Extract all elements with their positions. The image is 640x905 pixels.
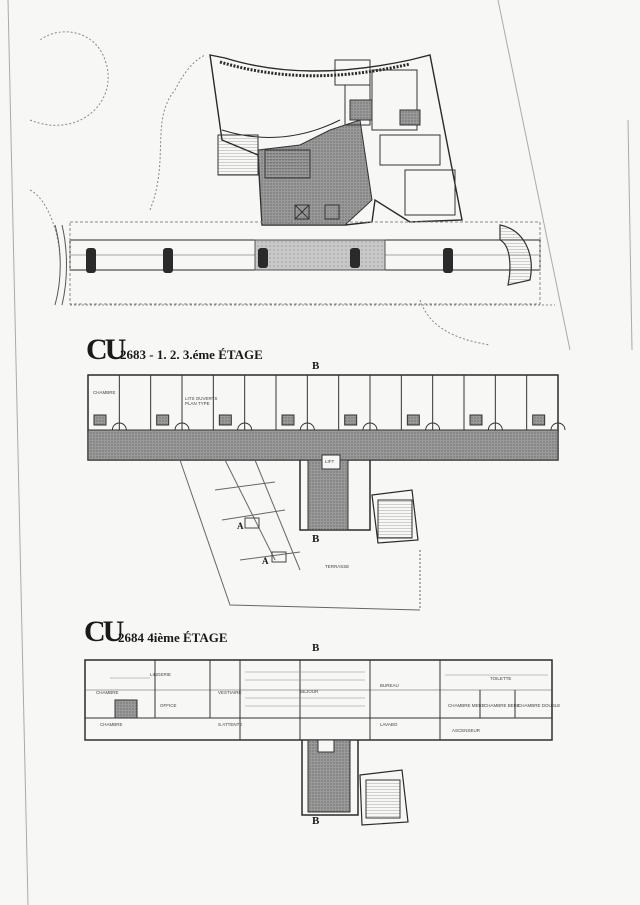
room	[334, 59, 371, 86]
section-mark-b: B	[312, 533, 320, 545]
bed-fixture	[469, 414, 483, 426]
corridor-hatch	[254, 239, 386, 271]
contour-line	[29, 31, 109, 126]
terrace-line	[254, 459, 301, 571]
section-mark-b: B	[312, 815, 320, 827]
bed-fixture	[281, 414, 295, 426]
room-partitions	[93, 375, 566, 431]
furniture	[271, 551, 287, 563]
bathroom-curve	[174, 422, 190, 431]
room-label-ascenseur: ASCENSEUR	[452, 728, 481, 733]
building-outline	[209, 54, 463, 226]
room-label-terrasse: TERRASSE	[325, 564, 350, 569]
contour-line	[419, 299, 491, 346]
room-label-chambre-bebe: CHAMBRE BEBE	[484, 703, 520, 708]
site-plan	[29, 31, 555, 346]
bathroom-curve	[550, 422, 566, 431]
bed-fixture	[156, 414, 170, 426]
room-label-sejour: SEJOUR	[300, 689, 319, 694]
contour-line	[149, 54, 206, 211]
bathroom-curve	[111, 422, 127, 431]
bathroom-curve	[299, 422, 315, 431]
plan1-code: CU	[86, 333, 126, 366]
plan2-code: CU	[84, 615, 124, 648]
stair-core	[307, 459, 349, 531]
annex-stairs	[377, 499, 413, 539]
marker-a: A	[237, 521, 244, 531]
lift-box	[317, 739, 335, 753]
bed-fixture	[93, 414, 107, 426]
bed-fixture	[406, 414, 420, 426]
room-label-lavabo: LAVABO	[380, 722, 398, 727]
bathroom-curve	[362, 422, 378, 431]
room-label-chambre: CHAMBRE	[100, 722, 123, 727]
bed-fixture	[532, 414, 546, 426]
hall-inner-curve	[221, 119, 341, 138]
bathroom-curve	[237, 422, 253, 431]
stair-small	[114, 699, 138, 719]
room-label-office: OFFICE	[160, 703, 177, 708]
room-label-vestiaire: VESTIAIRE	[218, 690, 242, 695]
fan-entry	[499, 224, 532, 286]
service-box	[294, 204, 310, 220]
stair	[217, 134, 259, 176]
bed-fixture	[218, 414, 232, 426]
plan-2683	[87, 374, 566, 611]
room	[371, 69, 418, 131]
plan-2684	[84, 659, 553, 826]
plan1-title: 2683 - 1. 2. 3.éme ÉTAGE	[120, 347, 263, 362]
room	[379, 134, 441, 166]
plan2-title: 2684 4ième ÉTAGE	[118, 630, 228, 645]
room-label-bureau: BUREAU	[380, 683, 399, 688]
room-label-lingerie: LINGERIE	[150, 672, 172, 677]
service-box	[324, 204, 340, 220]
corridor	[84, 717, 553, 741]
annex	[371, 489, 419, 544]
pier	[86, 248, 453, 273]
hall-rows	[110, 671, 548, 707]
lift-box	[321, 454, 341, 470]
section-mark-b: B	[312, 360, 320, 372]
room	[404, 169, 456, 216]
room-label-lift: LIFT	[325, 459, 335, 464]
hatched-core	[257, 119, 373, 226]
room-label-chambre-mere: CHAMBRE MERE	[448, 703, 485, 708]
terrace-line	[224, 459, 276, 561]
left-curve	[54, 224, 61, 306]
room	[399, 109, 421, 126]
furniture	[244, 517, 260, 529]
page-border-lines	[7, 0, 633, 905]
marker-a: A	[262, 556, 269, 566]
corridor-outline	[69, 221, 541, 305]
room-label-chambre: CHAMBRE	[96, 690, 119, 695]
stair	[264, 149, 311, 179]
room-label-toilette: TOILETTE	[490, 676, 512, 681]
room-label-lits: LITS OUVERTS PLAN TYPE	[185, 396, 218, 406]
bathroom-curve	[425, 422, 441, 431]
room-label-attente: S.ATTENTE	[218, 722, 243, 727]
room	[349, 99, 373, 121]
hall-curve	[219, 60, 411, 78]
annex-stairs	[365, 779, 401, 819]
annex	[359, 769, 409, 826]
room-label-chambre: CHAMBRE	[93, 390, 116, 395]
bathroom-curve	[487, 422, 503, 431]
terrace-line	[179, 459, 421, 611]
bed-fixture	[344, 414, 358, 426]
stem-outline	[301, 740, 359, 816]
room-label-chambre-double: CHAMBRE DOUBLE	[518, 703, 561, 708]
section-mark-b: B	[312, 642, 320, 654]
left-curve-2	[61, 224, 67, 306]
